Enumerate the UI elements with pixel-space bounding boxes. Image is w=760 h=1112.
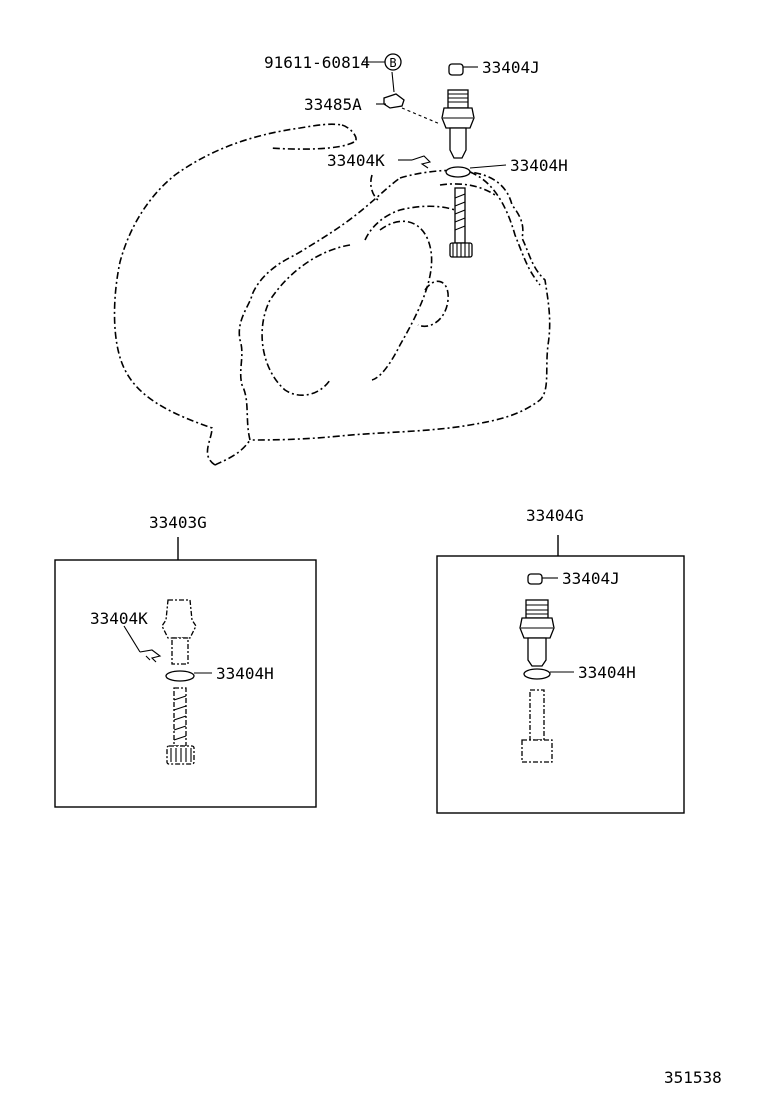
label-box-left-oring: 33404H [216, 664, 274, 683]
gear-sleeve [441, 89, 475, 159]
label-bolt: 91611-60814 [264, 53, 370, 72]
label-box-left-title: 33403G [149, 513, 207, 532]
label-oring-top: 33404H [510, 156, 568, 175]
label-box-right-cap: 33404J [562, 569, 620, 588]
kit-box-33403g [54, 537, 317, 808]
label-box-right-title: 33404G [526, 506, 584, 525]
label-clamp: 33485A [304, 95, 362, 114]
figure-number: 351538 [664, 1068, 722, 1087]
clamp-33485a [383, 93, 405, 109]
oring-33404h [445, 166, 471, 178]
bolt-badge-letter: B [389, 56, 396, 70]
kit-box-33404g [436, 535, 685, 814]
label-box-left-clip: 33404K [90, 609, 148, 628]
clip-33404k [411, 155, 432, 169]
cap-33404j [448, 63, 464, 76]
label-cap-top: 33404J [482, 58, 540, 77]
bolt-badge-circle [384, 53, 402, 71]
transaxle-housing [113, 123, 551, 466]
driven-gear-shaft [449, 187, 473, 258]
speedometer-driven-gear-assembly: B [362, 53, 507, 258]
label-box-right-oring: 33404H [578, 663, 636, 682]
label-clip-top: 33404K [327, 151, 385, 170]
